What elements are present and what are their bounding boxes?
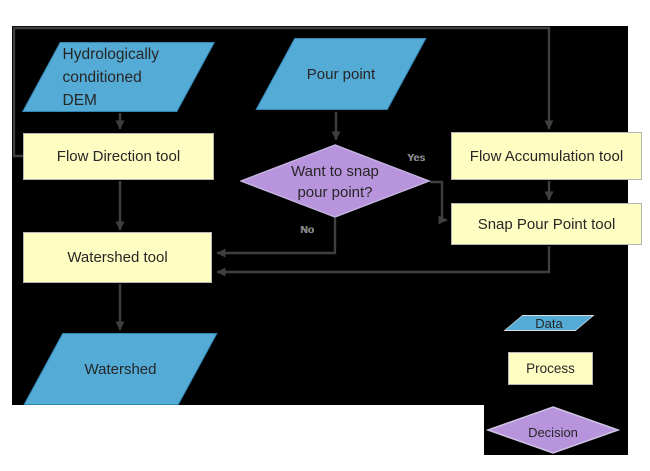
node-label: Pour point <box>306 65 376 83</box>
node-snap-decision-label: Want to snap pour point? <box>291 163 379 201</box>
legend-label: Process <box>526 361 575 376</box>
legend-item-decision-shape <box>486 406 620 454</box>
node-label: Snap Pour Point tool <box>477 215 616 233</box>
node-label: Watershed tool <box>67 249 168 266</box>
node-label: Watershed <box>84 360 157 378</box>
legend-label: Data <box>535 315 563 331</box>
edge-label-yes: Yes <box>407 153 425 164</box>
node-pour-point: Pour point <box>255 38 427 110</box>
edge-label-no: No <box>300 225 314 236</box>
node-label: Flow Direction tool <box>56 148 181 165</box>
node-watershed: Watershed <box>23 333 218 405</box>
legend-item-data: Data <box>503 315 595 331</box>
node-flow-accumulation-tool: Flow Accumulation tool <box>451 132 642 180</box>
node-snap-pour-point-tool: Snap Pour Point tool <box>451 203 642 245</box>
node-hydrologically-conditioned-dem: Hydrologically conditioned DEM <box>21 42 216 112</box>
node-watershed-tool: Watershed tool <box>23 232 212 283</box>
legend-item-decision-label: Decision <box>528 425 578 440</box>
legend-item-process: Process <box>508 352 593 385</box>
node-snap-decision-shape <box>240 144 432 218</box>
node-label: Hydrologically conditioned DEM <box>62 45 159 109</box>
node-label: Flow Accumulation tool <box>469 147 624 165</box>
node-flow-direction-tool: Flow Direction tool <box>23 133 214 180</box>
